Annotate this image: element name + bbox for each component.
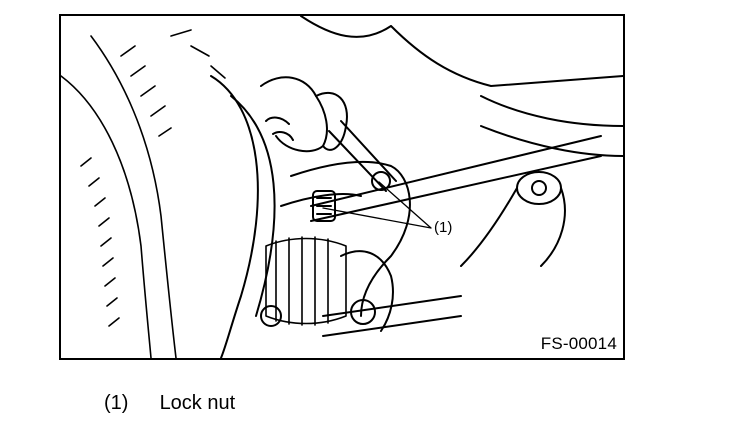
figure-id: FS-00014 bbox=[540, 334, 617, 353]
wheel-arc bbox=[210, 75, 259, 358]
wheel-arc-inner bbox=[230, 95, 276, 317]
tire-tread bbox=[61, 29, 226, 358]
legend-item: (1) Lock nut bbox=[104, 392, 235, 415]
suspension-line-drawing bbox=[61, 16, 623, 358]
cv-boot bbox=[265, 236, 347, 326]
stabilizer-bar-lower bbox=[280, 193, 362, 207]
knuckle-link bbox=[260, 250, 462, 337]
callout-label: (1) bbox=[434, 219, 453, 236]
stabilizer-bar bbox=[290, 160, 411, 317]
hand-with-wrench bbox=[260, 76, 397, 192]
legend-number: (1) bbox=[104, 392, 129, 414]
legend-text: Lock nut bbox=[159, 392, 236, 414]
callout-leader bbox=[322, 181, 432, 229]
illustration-frame: (1) FS-00014 bbox=[59, 14, 625, 360]
frame-rail bbox=[480, 95, 623, 157]
body-panel bbox=[300, 16, 623, 87]
lateral-link bbox=[310, 135, 602, 267]
